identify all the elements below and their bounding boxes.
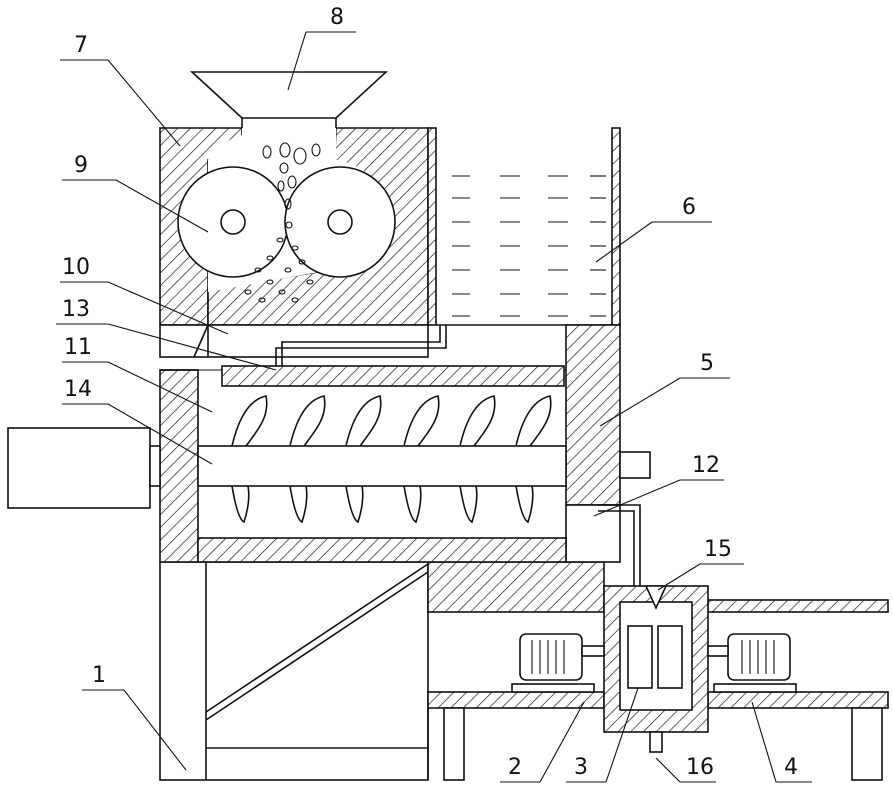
- label-13: 13: [62, 297, 90, 322]
- label-2: 2: [508, 755, 522, 780]
- label-11: 11: [64, 335, 92, 360]
- label-7: 7: [74, 33, 88, 58]
- water-tank: [428, 128, 620, 325]
- label-16: 16: [686, 755, 714, 780]
- label-5: 5: [700, 351, 714, 376]
- shaft-end: [620, 452, 650, 478]
- screw-conveyor: [198, 396, 566, 522]
- feed-hopper: [192, 72, 386, 128]
- label-9: 9: [74, 153, 88, 178]
- label-10: 10: [62, 255, 90, 280]
- label-4: 4: [784, 755, 798, 780]
- label-8: 8: [330, 5, 344, 30]
- label-12: 12: [692, 453, 720, 478]
- label-15: 15: [704, 537, 732, 562]
- label-14: 14: [64, 377, 92, 402]
- washing-chamber: [160, 325, 620, 562]
- drive-motor: [8, 428, 160, 508]
- label-3: 3: [574, 755, 588, 780]
- label-1: 1: [92, 663, 106, 688]
- label-6: 6: [682, 195, 696, 220]
